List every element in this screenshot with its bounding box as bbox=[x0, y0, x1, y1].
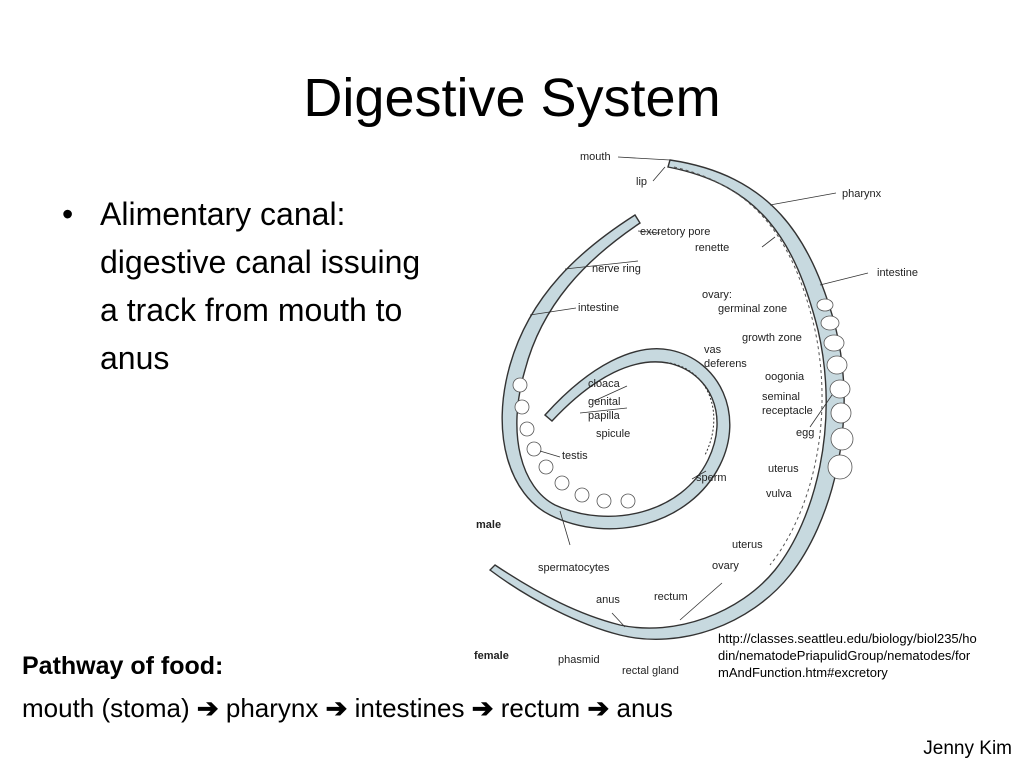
label-receptacle: receptacle bbox=[762, 405, 813, 417]
citation-line: http://classes.seattleu.edu/biology/biol… bbox=[718, 631, 977, 646]
female-worm-body bbox=[488, 159, 854, 641]
label-intestine-female: intestine bbox=[877, 267, 918, 279]
label-ovary-top: ovary: bbox=[702, 289, 732, 301]
arrow-right-icon: ➔ bbox=[587, 693, 610, 723]
nematode-anatomy-diagram: mouth lip pharynx excretory pore renette… bbox=[474, 151, 918, 677]
label-renette: renette bbox=[695, 242, 729, 254]
label-sperm: sperm bbox=[696, 472, 727, 484]
label-deferens: deferens bbox=[704, 358, 747, 370]
label-leader-lines bbox=[529, 156, 869, 628]
arrow-right-icon: ➔ bbox=[196, 693, 219, 723]
pathway-title: Pathway of food: bbox=[22, 652, 224, 680]
image-source-citation: http://classes.seattleu.edu/biology/biol… bbox=[718, 630, 1024, 681]
label-papilla: papilla bbox=[588, 410, 621, 422]
label-male: male bbox=[476, 519, 501, 531]
label-pharynx: pharynx bbox=[842, 188, 882, 200]
pathway-step: pharynx bbox=[225, 693, 319, 723]
label-uterus-lower: uterus bbox=[732, 539, 763, 551]
pathway-sequence: mouth (stoma) ➔ pharynx ➔ intestines ➔ r… bbox=[22, 693, 673, 724]
pathway-step: rectum bbox=[500, 693, 581, 723]
label-nerve-ring: nerve ring bbox=[592, 263, 641, 275]
label-rectal-gland: rectal gland bbox=[622, 665, 679, 677]
label-female: female bbox=[474, 650, 509, 662]
bullet-item: • Alimentary canal: digestive canal issu… bbox=[62, 190, 422, 382]
label-growth-zone: growth zone bbox=[742, 332, 802, 344]
label-seminal: seminal bbox=[762, 391, 800, 403]
author-name: Jenny Kim bbox=[923, 738, 1012, 759]
bullet-marker: • bbox=[62, 196, 74, 232]
label-ovary-lower: ovary bbox=[712, 560, 739, 572]
label-vulva: vulva bbox=[766, 488, 793, 500]
citation-line: mAndFunction.htm#excretory bbox=[718, 665, 888, 680]
label-rectum: rectum bbox=[654, 591, 688, 603]
bullet-list: • Alimentary canal: digestive canal issu… bbox=[62, 190, 422, 382]
label-cloaca: cloaca bbox=[588, 378, 621, 390]
label-lip: lip bbox=[636, 176, 647, 188]
diagram-labels: mouth lip pharynx excretory pore renette… bbox=[474, 151, 918, 677]
label-genital: genital bbox=[588, 396, 620, 408]
label-anus: anus bbox=[596, 594, 620, 606]
bullet-text: Alimentary canal: digestive canal issuin… bbox=[100, 196, 421, 376]
label-excretory-pore: excretory pore bbox=[640, 226, 710, 238]
label-intestine-male: intestine bbox=[578, 302, 619, 314]
label-vas: vas bbox=[704, 344, 722, 356]
label-oogonia: oogonia bbox=[765, 371, 805, 383]
label-spermatocytes: spermatocytes bbox=[538, 562, 610, 574]
arrow-right-icon: ➔ bbox=[471, 693, 494, 723]
citation-line: din/nematodePriapulidGroup/nematodes/for bbox=[718, 648, 971, 663]
label-phasmid: phasmid bbox=[558, 654, 600, 666]
male-worm-body bbox=[501, 214, 731, 530]
label-germinal-zone: germinal zone bbox=[718, 303, 787, 315]
label-egg: egg bbox=[796, 427, 814, 439]
slide-title: Digestive System bbox=[303, 68, 721, 128]
label-testis: testis bbox=[562, 450, 588, 462]
pathway-step: mouth (stoma) bbox=[22, 693, 190, 723]
label-spicule: spicule bbox=[596, 428, 630, 440]
label-uterus-upper: uterus bbox=[768, 463, 799, 475]
arrow-right-icon: ➔ bbox=[325, 693, 348, 723]
pathway-step: anus bbox=[616, 693, 673, 723]
pathway-step: intestines bbox=[354, 693, 465, 723]
label-mouth: mouth bbox=[580, 151, 611, 163]
